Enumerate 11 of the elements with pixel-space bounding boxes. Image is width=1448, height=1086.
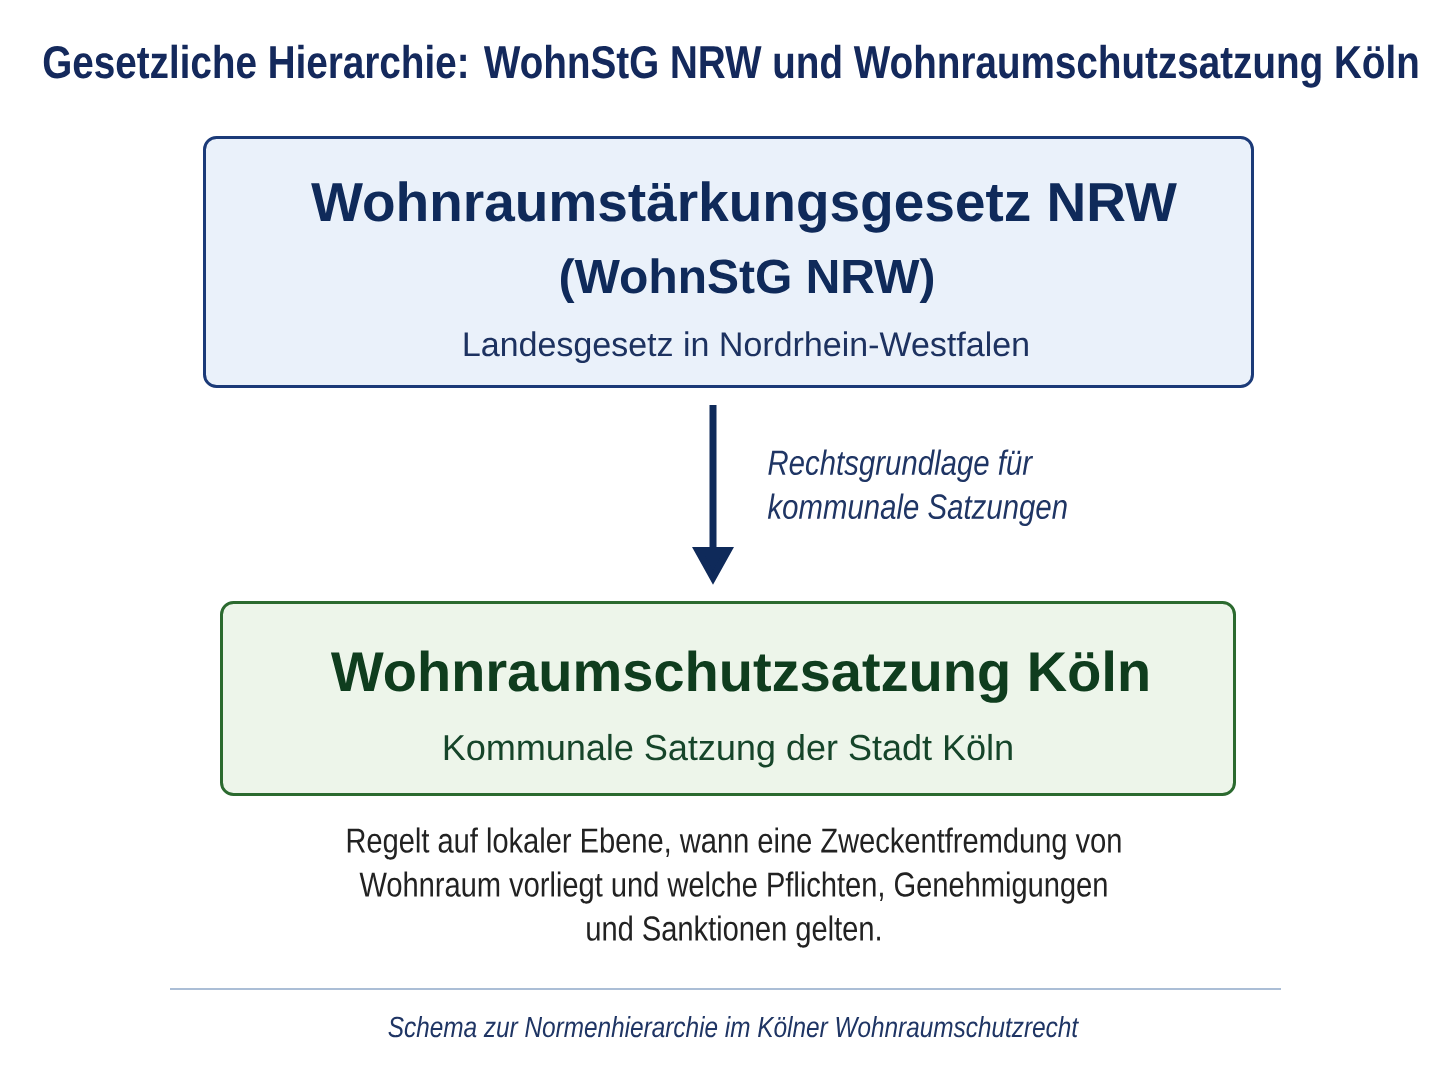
box-subtitle: Kommunale Satzung der Stadt Köln: [444, 733, 1012, 768]
description-text: Regelt auf lokaler Ebene, wann eine Zweckentfremdung von Wohnraum vorliegt und welche Pflichten, Genehmigungen und Sanktionen gelten.: [347, 827, 1121, 948]
box-heading: Wohnraumstärkungsgesetz NRW: [311, 181, 1177, 233]
box-heading: Wohnraumschutzsatzung Köln: [330, 650, 1148, 703]
title: Gesetzliche Hierarchie: WohnStG NRW und Wohnraumschutzsatzung Köln: [43, 44, 1418, 88]
caption: Schema zur Normenhierarchie im Kölner Wohnraumschutzrecht: [388, 1016, 1079, 1038]
edge-label: Rechtsgrundlage für kommunale Satzungen: [767, 449, 1067, 527]
rounded-box: [203, 136, 1254, 388]
rounded-box: [220, 601, 1236, 796]
box-subtitle: Landesgesetz in Nordrhein-Westfalen: [464, 331, 1028, 364]
box-subheading: (WohnStG NRW): [561, 258, 934, 303]
